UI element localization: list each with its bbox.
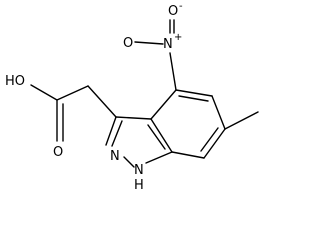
bond-c7a-to-c3a xyxy=(150,118,173,153)
hydroxyl-label: HO xyxy=(5,74,25,89)
nitro-oxygen-left-label: O xyxy=(123,36,133,51)
bond-c3-to-c3a xyxy=(115,116,152,120)
bond-carboxyl-carbon-to-methylene xyxy=(56,85,89,101)
bond-c3-to-n2 xyxy=(105,116,117,146)
ring-nh-nitrogen-label: N xyxy=(134,163,144,178)
bond-c5-to-c6 xyxy=(211,95,226,130)
bond-n2-to-n1 xyxy=(123,156,135,168)
bond-c6-c7-double-line xyxy=(200,127,219,152)
ring-nh-hydrogen-label: H xyxy=(134,178,144,193)
nitro-nitrogen-charge: + xyxy=(174,32,182,43)
bond-c6-to-c7 xyxy=(203,128,226,159)
bond-hydroxyl-to-carboxyl-carbon xyxy=(30,84,58,101)
bond-nitro-nitrogen-to-left-oxygen xyxy=(134,41,164,45)
bond-n1-to-c7a xyxy=(145,151,173,164)
bond-c7a-c3a-double-line xyxy=(147,124,166,150)
bond-c6-to-methyl xyxy=(224,111,259,130)
carbonyl-oxygen-label: O xyxy=(53,145,63,160)
nitro-oxygen-top-charge: - xyxy=(179,1,183,12)
bond-c4-to-nitro-nitrogen xyxy=(169,52,177,91)
bond-c4-c5-double-line xyxy=(178,95,209,102)
nitro-nitrogen-label: N xyxy=(163,37,173,52)
bond-c7-to-c7a xyxy=(171,151,205,159)
nitro-oxygen-top-label: O xyxy=(168,4,178,19)
ring-nitrogen-label: N xyxy=(110,149,120,164)
indazole-acetic-acid-structure: HO O N + O - O N N H xyxy=(5,1,259,193)
bond-c3a-to-c4 xyxy=(150,89,177,120)
bond-c3-n2-double-line xyxy=(111,120,123,147)
bond-c4-to-c5 xyxy=(175,89,213,97)
bond-methylene-to-c3 xyxy=(87,85,117,118)
